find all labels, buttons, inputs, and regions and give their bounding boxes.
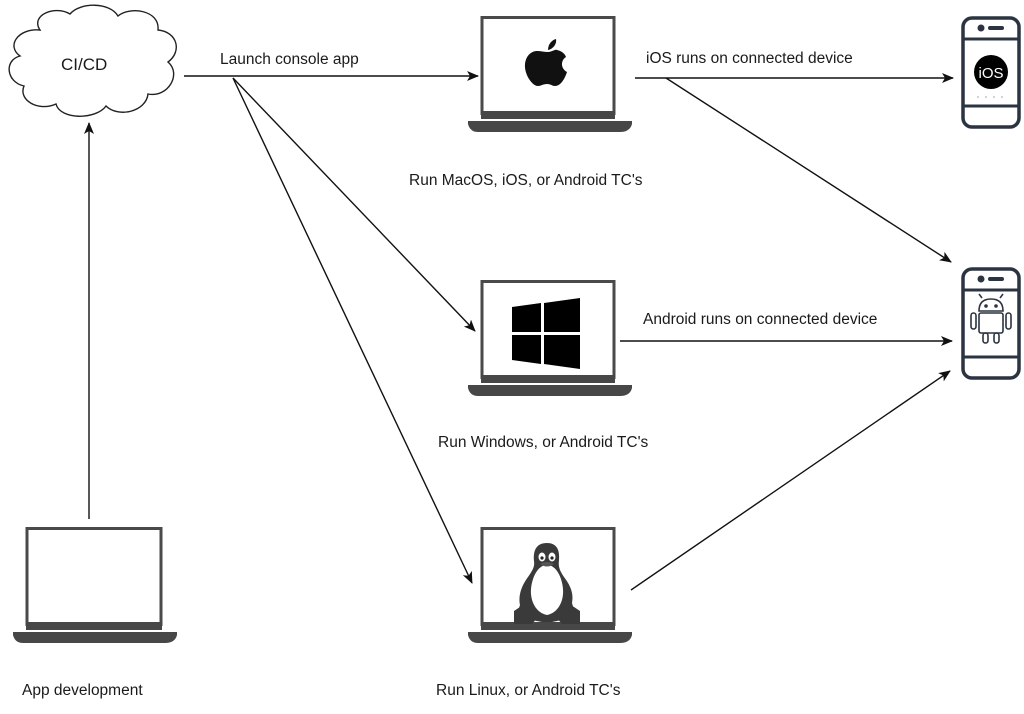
app-development-label: App development (22, 682, 143, 699)
edge-launch-label: Launch console app (220, 51, 359, 68)
ios-badge-icon: iOS (974, 55, 1008, 98)
laptop-mac[interactable] (468, 16, 632, 133)
svg-text:iOS: iOS (978, 65, 1003, 82)
cicd-cloud[interactable] (8, 4, 177, 117)
phone-android[interactable] (961, 267, 1021, 380)
edge-mac-to-ios-label: iOS runs on connected device (646, 50, 853, 67)
edge-linux-to-android (630, 370, 951, 591)
apple-logo-icon (524, 39, 567, 86)
laptop-linux[interactable] (468, 527, 632, 644)
edge-windows-to-android-label: Android runs on connected device (643, 311, 878, 328)
edge-mac-to-android (665, 77, 952, 263)
laptop-windows[interactable] (468, 280, 632, 397)
edge-cicd-to-windows (232, 77, 476, 332)
windows-node-label: Run Windows, or Android TC's (438, 434, 649, 451)
phone-ios[interactable]: iOS (961, 16, 1021, 129)
edges (84, 71, 954, 591)
cicd-label: CI/CD (61, 55, 108, 74)
edge-cicd-to-linux (232, 77, 473, 584)
linux-node-label: Run Linux, or Android TC's (436, 682, 621, 699)
windows-logo-icon (512, 298, 580, 369)
android-robot-icon (970, 293, 1012, 344)
mac-node-label: Run MacOS, iOS, or Android TC's (409, 172, 643, 189)
laptop-app-development[interactable] (13, 527, 177, 644)
linux-tux-icon (514, 543, 580, 624)
